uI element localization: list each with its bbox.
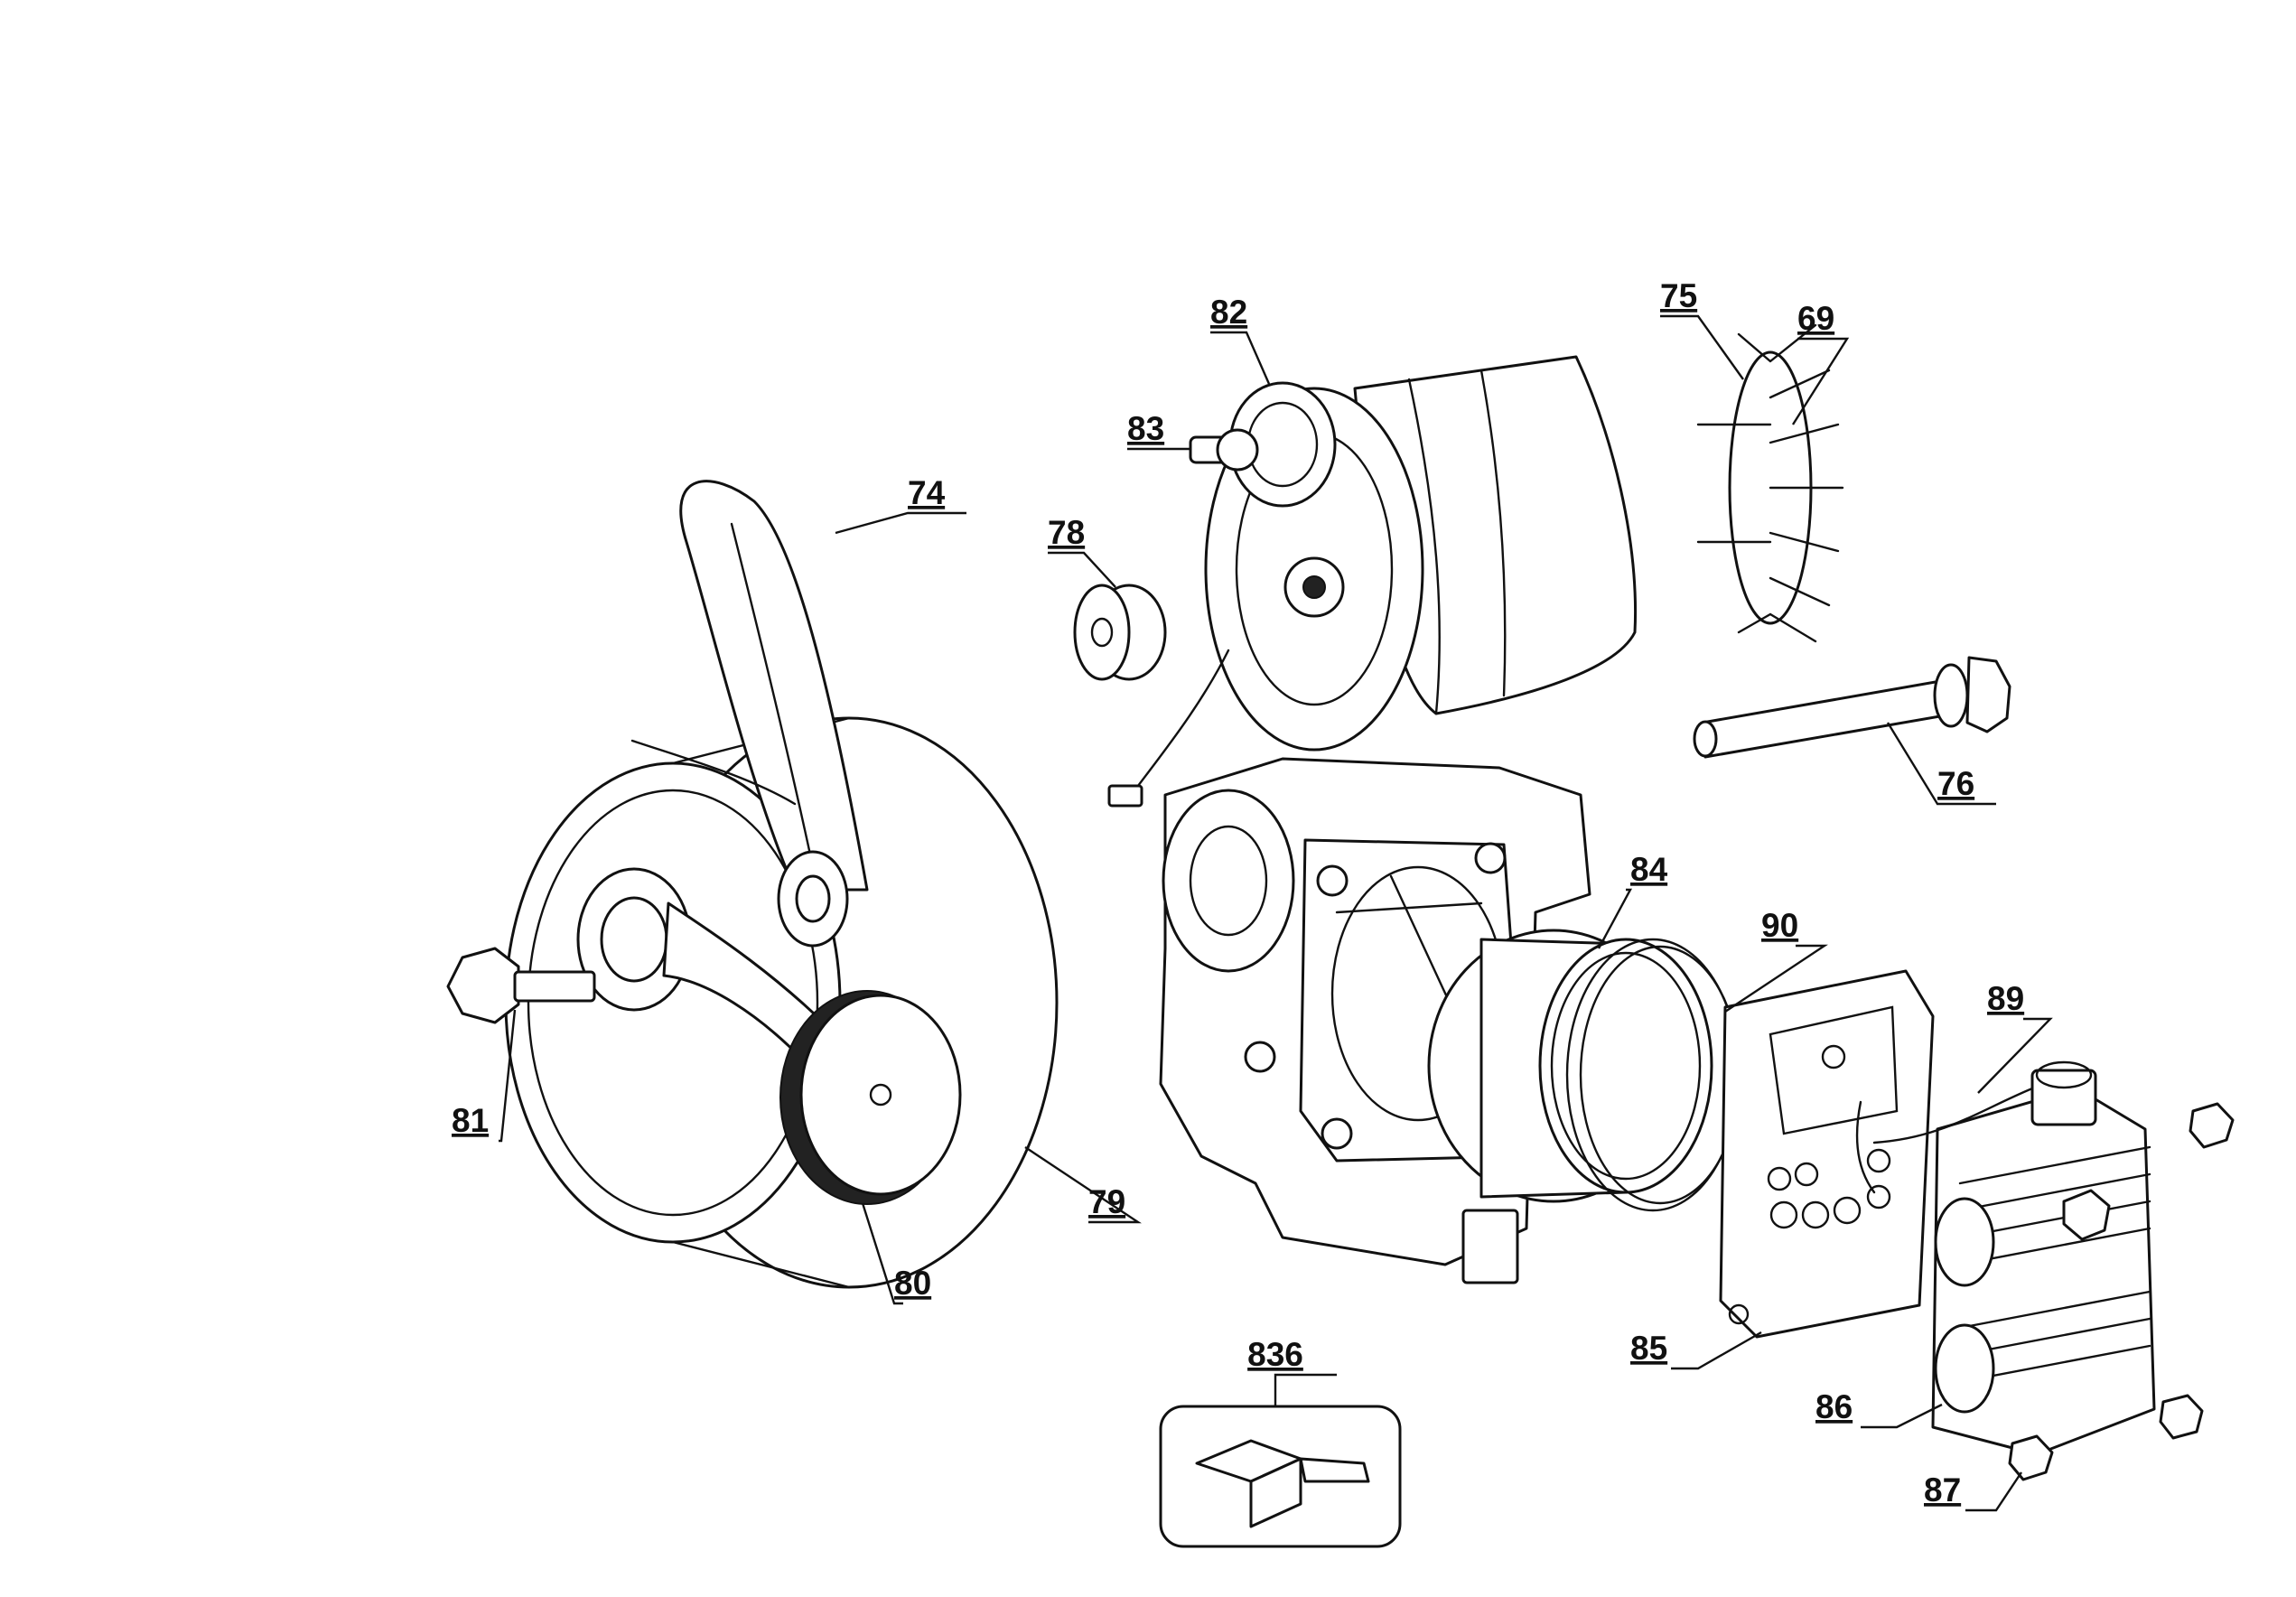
kit-836-box [1159, 1405, 1402, 1548]
spacer-78 [1073, 584, 1167, 681]
callout-75: 75 [1660, 277, 1697, 314]
cylinder-sleeve-84 [1427, 929, 1713, 1203]
callout-84: 84 [1630, 851, 1668, 888]
gasket-89 [1872, 1087, 2034, 1144]
callout-76: 76 [1937, 765, 1974, 802]
callout-87: 87 [1924, 1471, 1961, 1508]
callout-74: 74 [908, 474, 946, 511]
callout-80: 80 [894, 1265, 931, 1302]
drive-belt [630, 480, 869, 892]
hub-bushing [777, 850, 849, 948]
callout-83: 83 [1127, 410, 1164, 447]
callout-79: 79 [1088, 1183, 1125, 1220]
cylinder-head-86 [1931, 1060, 2156, 1456]
callout-90: 90 [1761, 907, 1798, 944]
connecting-rod [576, 867, 837, 1072]
bolt-81 [446, 947, 596, 1024]
callout-82: 82 [1210, 294, 1247, 331]
shaft-end-83 [1189, 428, 1259, 472]
callout-69: 69 [1797, 300, 1834, 337]
bolt-76 [1693, 656, 2011, 759]
motor-housing [1353, 355, 1638, 715]
valve-plate-85 [1719, 969, 1935, 1339]
callout-labels: 82 83 75 69 74 78 76 84 90 89 81 79 80 8… [452, 277, 2024, 1508]
callout-89: 89 [1987, 980, 2024, 1017]
leader-lines [499, 314, 2053, 1512]
callout-81: 81 [452, 1102, 489, 1139]
motor-wire [1107, 649, 1230, 808]
head-bolts-87 [2008, 1102, 2235, 1481]
callout-78: 78 [1048, 514, 1085, 551]
callout-85: 85 [1630, 1330, 1667, 1367]
callout-86: 86 [1815, 1388, 1853, 1425]
cooling-fan [1696, 323, 1844, 643]
callout-836: 836 [1247, 1336, 1303, 1373]
motor-pulley [779, 990, 962, 1205]
